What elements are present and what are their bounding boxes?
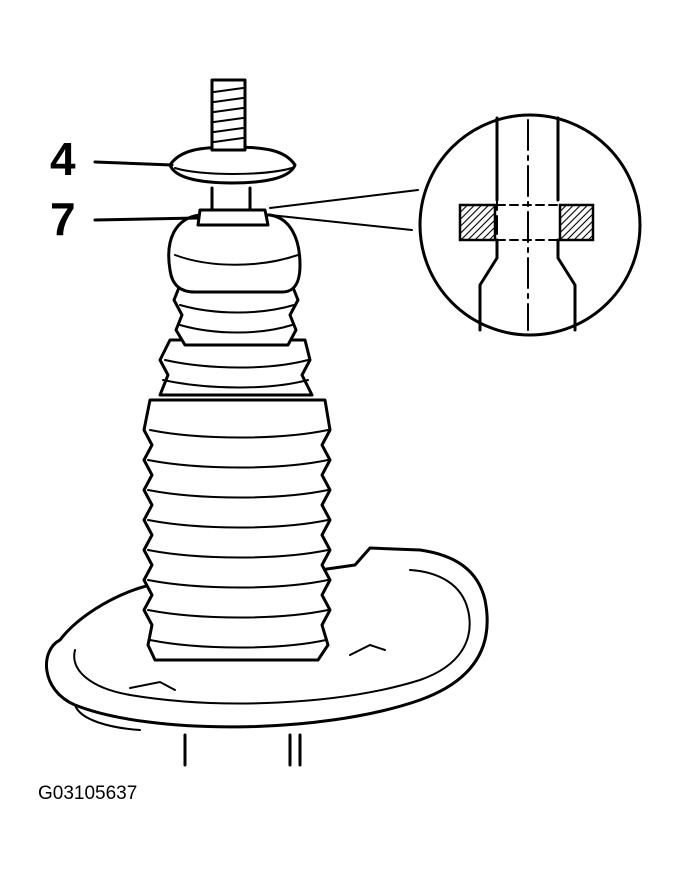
- leader-lines: [93, 160, 200, 222]
- strut-body: [183, 733, 302, 767]
- dust-boot-bellows: [142, 338, 332, 662]
- piston-rod: [210, 78, 247, 152]
- detail-magnifier: [269, 113, 642, 337]
- callout-label-4: 4: [50, 133, 76, 185]
- spacer-washer: [196, 186, 270, 227]
- bump-stop: [167, 213, 302, 347]
- figure-id: G03105637: [38, 783, 138, 804]
- upper-mount-cap: [168, 145, 297, 185]
- callout-label-7: 7: [50, 193, 76, 245]
